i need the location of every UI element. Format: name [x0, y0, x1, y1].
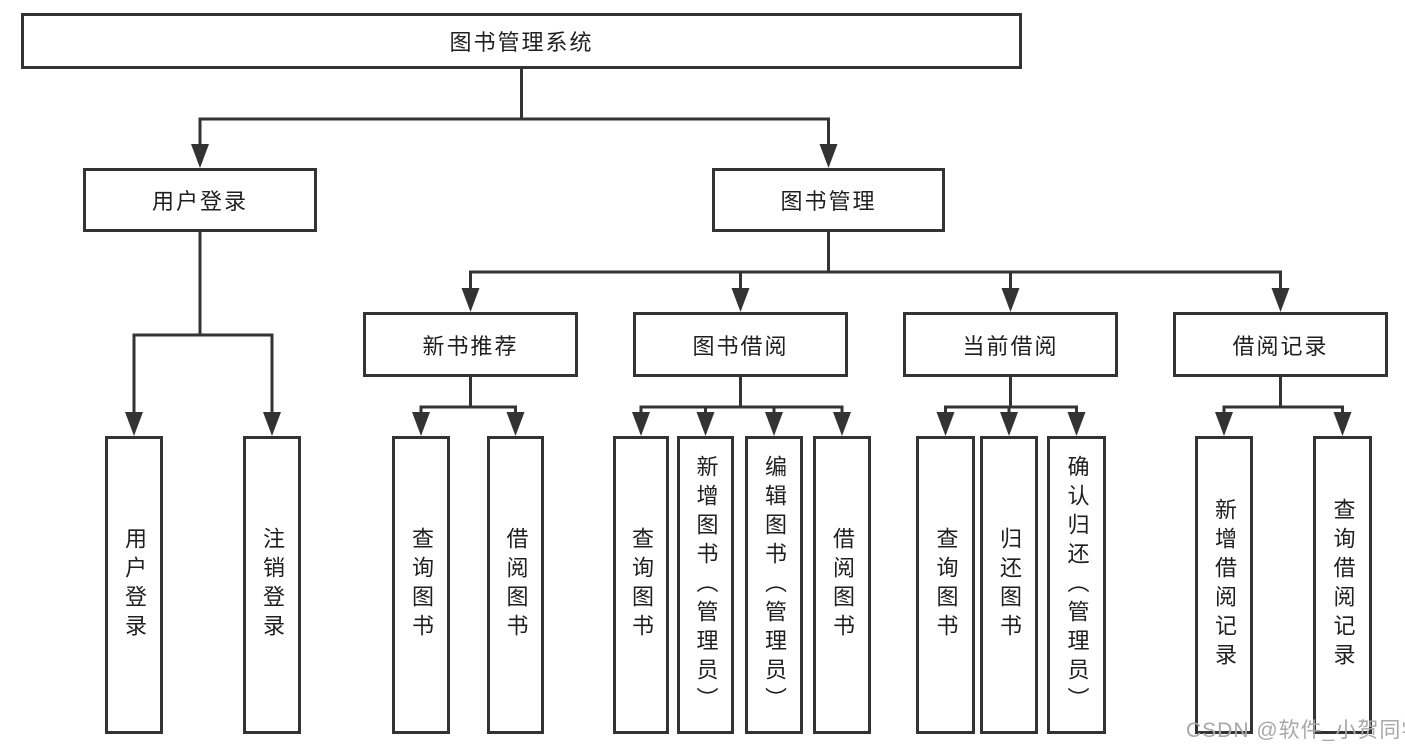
- node-label-current-borrow: 当前借阅: [962, 333, 1059, 359]
- node-label-br-add: 新增借阅记录: [1212, 498, 1237, 672]
- node-label-login: 用户登录: [122, 527, 147, 643]
- edge-current-borrow-to-cb-confirm: [1009, 377, 1078, 418]
- node-label-nb-query: 查询图书: [409, 527, 434, 643]
- arrowhead-book-borrow: [731, 288, 750, 312]
- node-bb-borrow: 借阅图书: [813, 436, 871, 734]
- edge-book-borrow-to-bb-borrow: [739, 377, 844, 418]
- node-br-add: 新增借阅记录: [1195, 436, 1253, 734]
- edge-book-mgmt-to-new-book: [469, 232, 830, 294]
- node-current-borrow: 当前借阅: [903, 312, 1118, 377]
- node-label-cb-confirm: 确认归还（管理员）: [1064, 454, 1090, 716]
- node-br-query: 查询借阅记录: [1313, 436, 1372, 734]
- node-cb-query: 查询图书: [916, 436, 975, 734]
- node-label-bb-edit: 编辑图书（管理员）: [762, 454, 787, 716]
- node-label-bb-borrow: 借阅图书: [830, 527, 855, 643]
- node-logout: 注销登录: [243, 436, 301, 734]
- node-label-cb-return: 归还图书: [997, 527, 1022, 643]
- edge-book-mgmt-to-borrow-record: [827, 232, 1282, 294]
- arrowhead-bb-borrow: [833, 412, 851, 436]
- arrowhead-nb-query: [412, 412, 430, 436]
- node-label-root: 图书管理系统: [449, 30, 594, 55]
- arrowhead-br-add: [1215, 412, 1233, 436]
- arrowhead-bb-add: [696, 412, 715, 436]
- node-label-cb-query: 查询图书: [933, 527, 959, 643]
- node-bb-add: 新增图书（管理员）: [677, 436, 734, 734]
- node-label-logout: 注销登录: [260, 527, 285, 643]
- arrowhead-cb-return: [1000, 412, 1018, 436]
- watermark: CSDN @软件_小贺同学: [1186, 719, 1405, 742]
- node-borrow-record: 借阅记录: [1173, 312, 1388, 377]
- edge-borrow-record-to-br-query: [1279, 377, 1344, 418]
- node-label-user-login: 用户登录: [151, 189, 248, 214]
- arrowhead-new-book: [461, 288, 480, 312]
- edge-book-mgmt-to-current-borrow: [827, 232, 1012, 294]
- arrowhead-current-borrow: [1001, 288, 1020, 312]
- arrowhead-user-login: [191, 144, 209, 168]
- node-new-book: 新书推荐: [363, 312, 578, 377]
- arrowhead-cb-query: [936, 412, 955, 436]
- arrowhead-cb-confirm: [1067, 412, 1086, 436]
- arrowhead-bb-query: [632, 412, 650, 436]
- arrowhead-book-mgmt: [819, 144, 838, 168]
- node-label-borrow-record: 借阅记录: [1232, 333, 1329, 359]
- node-bb-edit: 编辑图书（管理员）: [745, 436, 803, 734]
- node-label-nb-borrow: 借阅图书: [503, 527, 529, 643]
- arrowhead-logout: [263, 412, 281, 436]
- node-label-bb-add: 新增图书（管理员）: [693, 454, 719, 716]
- node-nb-borrow: 借阅图书: [487, 436, 544, 734]
- arrowhead-borrow-record: [1271, 288, 1290, 312]
- node-label-bb-query: 查询图书: [629, 527, 654, 643]
- node-label-br-query: 查询借阅记录: [1330, 498, 1356, 672]
- edge-book-borrow-to-bb-query: [639, 377, 742, 418]
- node-cb-confirm: 确认归还（管理员）: [1047, 436, 1106, 734]
- edge-current-borrow-to-cb-query: [944, 377, 1012, 418]
- node-cb-return: 归还图书: [980, 436, 1038, 734]
- node-nb-query: 查询图书: [392, 436, 450, 734]
- edge-root-to-user-login: [198, 69, 523, 150]
- edge-book-borrow-to-bb-edit: [739, 377, 776, 418]
- node-user-login: 用户登录: [83, 168, 317, 232]
- edge-user-login-to-logout: [198, 232, 274, 418]
- arrowhead-nb-borrow: [506, 412, 525, 436]
- arrowhead-login: [125, 412, 143, 436]
- edge-book-mgmt-to-book-borrow: [739, 232, 830, 294]
- node-bb-query: 查询图书: [613, 436, 669, 734]
- edge-new-book-to-nb-borrow: [469, 377, 517, 418]
- node-book-borrow: 图书借阅: [633, 312, 848, 377]
- edge-new-book-to-nb-query: [419, 377, 472, 418]
- edge-root-to-book-mgmt: [520, 69, 830, 150]
- node-label-new-book: 新书推荐: [422, 333, 519, 359]
- edge-user-login-to-login: [132, 232, 202, 418]
- arrowhead-br-query: [1333, 412, 1352, 436]
- node-book-mgmt: 图书管理: [712, 168, 945, 232]
- node-root: 图书管理系统: [21, 13, 1022, 69]
- arrowhead-bb-edit: [765, 412, 783, 436]
- node-login: 用户登录: [105, 436, 163, 734]
- node-label-book-borrow: 图书借阅: [692, 333, 789, 359]
- edge-borrow-record-to-br-add: [1222, 377, 1282, 418]
- edge-book-borrow-to-bb-add: [704, 377, 742, 418]
- node-label-book-mgmt: 图书管理: [780, 189, 877, 214]
